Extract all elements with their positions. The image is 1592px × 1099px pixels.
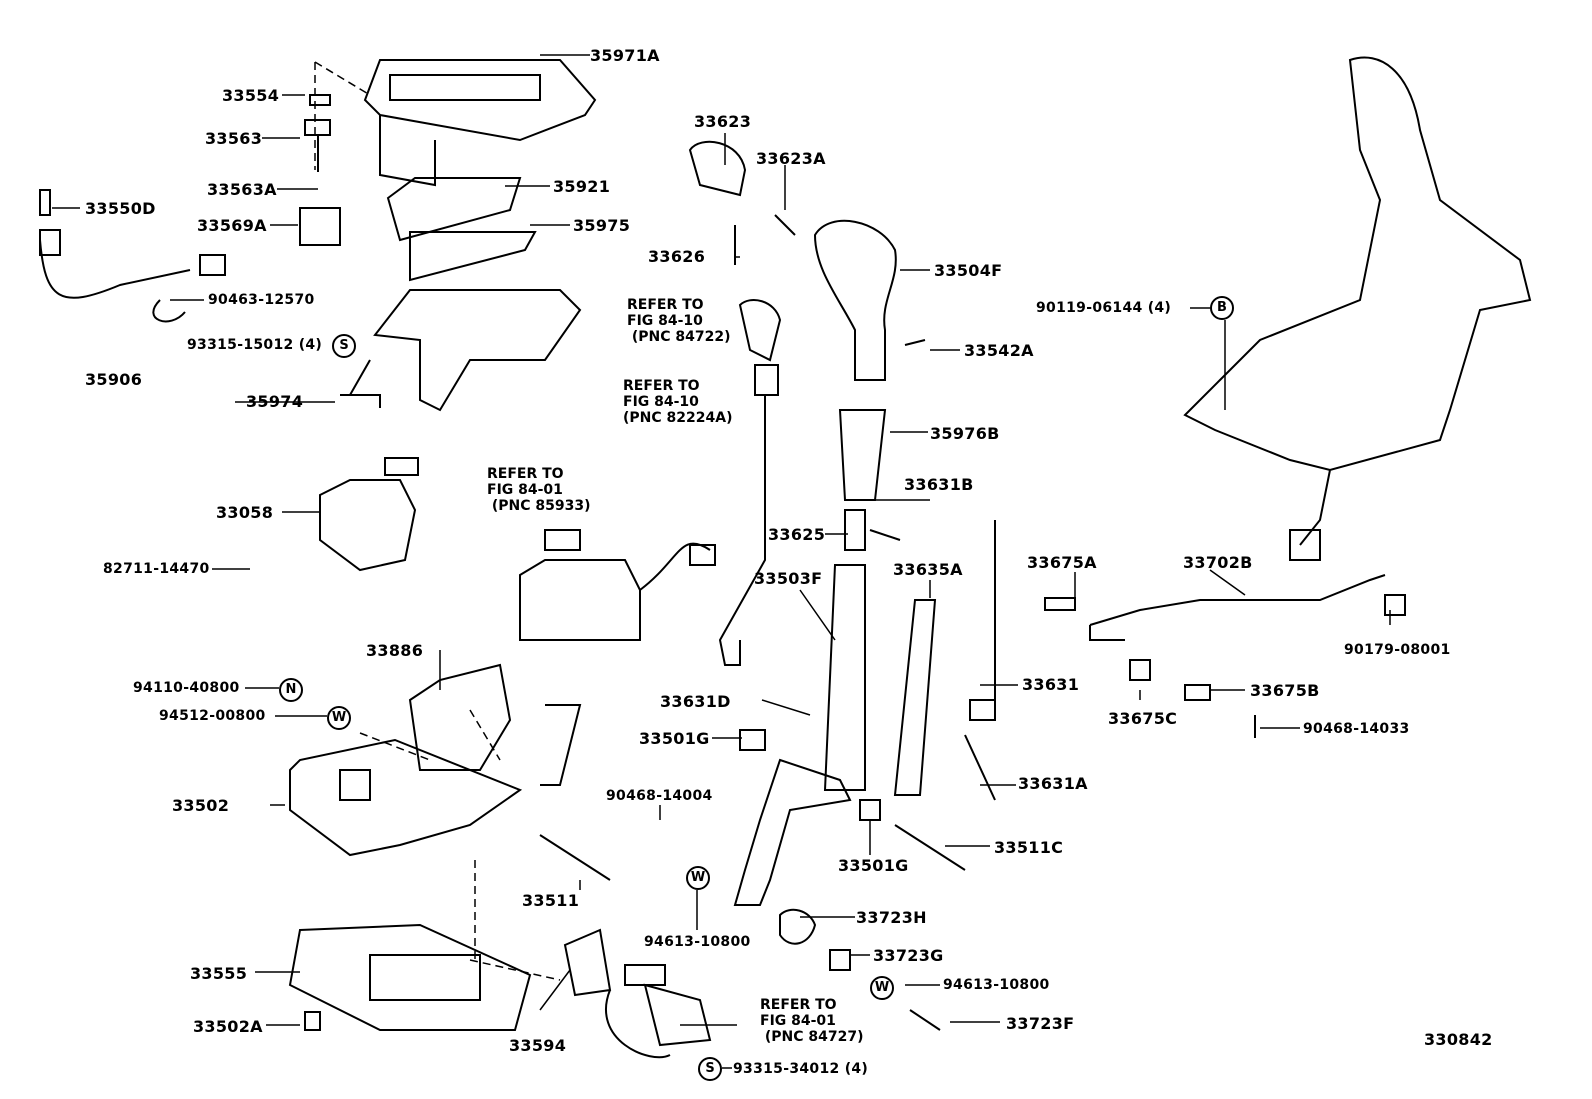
- part-label: 33631D: [660, 692, 731, 711]
- part-label: 33886: [366, 641, 424, 660]
- part-label: 94613-10800: [644, 934, 751, 950]
- marker-s-icon: S: [698, 1057, 722, 1081]
- part-label: 94512-00800: [159, 708, 266, 724]
- part-label: 33594: [509, 1036, 567, 1055]
- part-label: 33723H: [856, 908, 927, 927]
- part-label: 35976B: [930, 424, 1000, 443]
- part-label: 33501G: [639, 729, 710, 748]
- leader-lines: [52, 54, 1391, 1069]
- part-label: 35921: [553, 177, 611, 196]
- part-label: 33675A: [1027, 553, 1097, 572]
- part-label: 33723F: [1006, 1014, 1075, 1033]
- part-label: 33623A: [756, 149, 826, 168]
- part-label: 33501G: [838, 856, 909, 875]
- part-label: 33555: [190, 964, 248, 983]
- part-label: 33723G: [873, 946, 944, 965]
- part-label: 90119-06144 (4): [1036, 300, 1172, 316]
- part-label: 93315-34012 (4): [733, 1061, 869, 1077]
- part-label: 33631: [1022, 675, 1080, 694]
- part-label: 35971A: [590, 46, 660, 65]
- part-label: 33563A: [207, 180, 277, 199]
- part-label: 33626: [648, 247, 706, 266]
- part-label: 82711-14470: [103, 561, 210, 577]
- part-label: 33504F: [934, 261, 1003, 280]
- part-label: 33511: [522, 891, 580, 910]
- marker-w-icon: W: [686, 866, 710, 890]
- part-label: 33542A: [964, 341, 1034, 360]
- part-label: 90468-14004: [606, 788, 713, 804]
- part-label: 90179-08001: [1344, 642, 1451, 658]
- part-label: 33623: [694, 112, 752, 131]
- part-label: 33554: [222, 86, 280, 105]
- part-label: 33511C: [994, 838, 1064, 857]
- part-label: 33503F: [754, 569, 823, 588]
- part-label: 33058: [216, 503, 274, 522]
- part-label: 33550D: [85, 199, 156, 218]
- marker-w-icon: W: [870, 976, 894, 1000]
- marker-b-icon: B: [1210, 296, 1234, 320]
- part-label: 94613-10800: [943, 977, 1050, 993]
- part-label: 33569A: [197, 216, 267, 235]
- part-label: 33563: [205, 129, 263, 148]
- reference-note: REFER TO FIG 84-01 (PNC 84727): [760, 997, 864, 1045]
- reference-note: REFER TO FIG 84-10 (PNC 82224A): [623, 378, 733, 426]
- part-label: 33635A: [893, 560, 963, 579]
- part-label: 33675B: [1250, 681, 1320, 700]
- marker-w-icon: W: [327, 706, 351, 730]
- part-label: 33631B: [904, 475, 974, 494]
- part-label: 33502A: [193, 1017, 263, 1036]
- part-label: 93315-15012 (4): [187, 337, 323, 353]
- part-outlines: [39, 56, 1532, 1059]
- part-label: 94110-40800: [133, 680, 240, 696]
- marker-s-icon: S: [332, 334, 356, 358]
- reference-note: REFER TO FIG 84-10 (PNC 84722): [627, 297, 731, 345]
- part-label: 90463-12570: [208, 292, 315, 308]
- part-label: 33502: [172, 796, 230, 815]
- reference-note: REFER TO FIG 84-01 (PNC 85933): [487, 466, 591, 514]
- part-label: 35974: [246, 392, 304, 411]
- part-label: 33675C: [1108, 709, 1178, 728]
- diagram-number: 330842: [1424, 1030, 1493, 1049]
- part-label: 33702B: [1183, 553, 1253, 572]
- part-label: 35906: [85, 370, 143, 389]
- marker-n-icon: N: [279, 678, 303, 702]
- part-label: 33625: [768, 525, 826, 544]
- part-label: 33631A: [1018, 774, 1088, 793]
- part-label: 90468-14033: [1303, 721, 1410, 737]
- part-label: 35975: [573, 216, 631, 235]
